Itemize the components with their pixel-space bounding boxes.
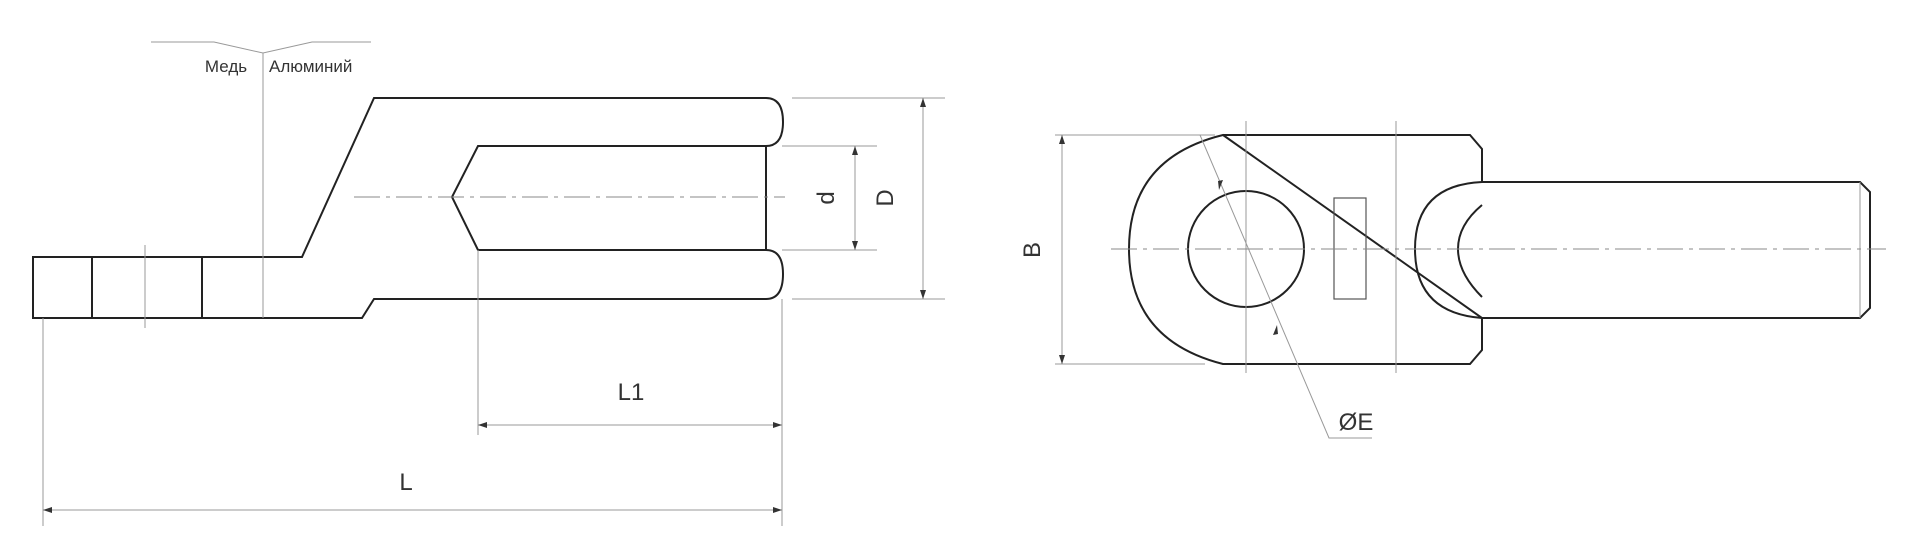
top-view: B ØE [1019, 121, 1886, 439]
lug-body-section [201, 97, 785, 319]
barrel-outline [1482, 181, 1871, 319]
material-leader [151, 41, 371, 54]
dim-E-label: ØE [1339, 409, 1374, 436]
dim-B-label: B [1019, 242, 1046, 258]
dim-L-label: L [399, 469, 412, 496]
section-view: Медь Алюминий d D L1 L [32, 41, 945, 526]
flange-hole [91, 256, 203, 319]
dim-D-label: D [872, 189, 899, 206]
flange-left-section [32, 256, 93, 319]
dim-d-label: d [813, 191, 840, 204]
label-copper: Медь [205, 57, 247, 76]
dim-E-leader [1199, 134, 1372, 439]
dim-L1-label: L1 [618, 379, 645, 406]
label-aluminium: Алюминий [269, 57, 352, 76]
barrel-concave-edge [1413, 181, 1483, 319]
